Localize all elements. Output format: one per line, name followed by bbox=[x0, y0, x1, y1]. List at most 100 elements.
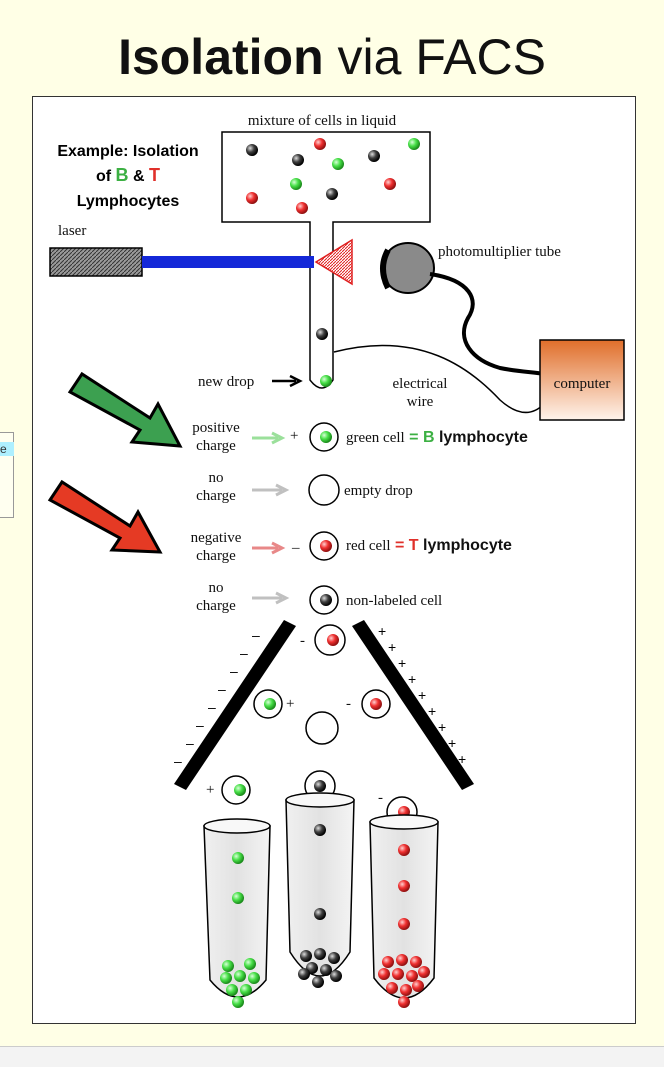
laser-device bbox=[49, 247, 143, 277]
svg-text:green cell = B lymphocyte: green cell = B lymphocyte bbox=[346, 429, 528, 446]
svg-text:no: no bbox=[209, 470, 224, 486]
pmt-wire bbox=[429, 272, 545, 376]
cell-green bbox=[226, 984, 238, 996]
example-line1: Example: Isolation bbox=[57, 143, 198, 160]
cell-red bbox=[246, 192, 258, 204]
cell-red bbox=[296, 202, 308, 214]
svg-text:+: + bbox=[286, 696, 294, 712]
cell-green bbox=[290, 178, 302, 190]
cell-red bbox=[410, 956, 422, 968]
charge-row-negative: negative charge – red cell = T lymphocyt… bbox=[191, 530, 512, 564]
charge-row-empty: no charge empty drop bbox=[196, 470, 413, 506]
svg-text:charge: charge bbox=[196, 598, 236, 614]
svg-text:+: + bbox=[438, 719, 446, 735]
new-drop-label: new drop bbox=[198, 374, 254, 390]
electrical-wire bbox=[333, 344, 545, 414]
cell-green bbox=[220, 972, 232, 984]
svg-text:–: – bbox=[291, 540, 300, 556]
cell-red bbox=[384, 178, 396, 190]
cell-black bbox=[368, 150, 380, 162]
cell-green bbox=[232, 852, 244, 864]
small-arrow-icon bbox=[252, 591, 290, 605]
cell-green bbox=[320, 375, 332, 387]
tube-green bbox=[203, 818, 271, 1008]
cell-black bbox=[292, 154, 304, 166]
cell-black bbox=[330, 970, 342, 982]
cell-red bbox=[398, 918, 410, 930]
cell-green bbox=[222, 960, 234, 972]
wire-label: wire bbox=[407, 394, 434, 410]
cell-red bbox=[398, 880, 410, 892]
svg-text:–: – bbox=[186, 735, 194, 751]
charge-row-positive: positive charge + green cell = B lymphoc… bbox=[192, 420, 528, 454]
cell-red bbox=[386, 982, 398, 994]
svg-text:–: – bbox=[240, 645, 248, 661]
svg-text:red cell = T lymphocyte: red cell = T lymphocyte bbox=[346, 537, 512, 554]
red-arrow-icon bbox=[47, 479, 163, 554]
new-drop-arrow-icon bbox=[272, 374, 303, 388]
cell-black bbox=[314, 824, 326, 836]
pmt-label: photomultiplier tube bbox=[438, 244, 561, 260]
cell-red bbox=[406, 970, 418, 982]
svg-text:+: + bbox=[458, 751, 466, 767]
cell-red bbox=[400, 984, 412, 996]
small-arrow-icon bbox=[252, 483, 290, 497]
cell-black bbox=[314, 908, 326, 920]
svg-text:+: + bbox=[388, 639, 396, 655]
svg-text:+: + bbox=[398, 655, 406, 671]
svg-text:charge: charge bbox=[196, 548, 236, 564]
scatter-burst-icon bbox=[314, 238, 353, 286]
cell-green bbox=[408, 138, 420, 150]
computer-box bbox=[539, 339, 625, 421]
negative-plate bbox=[174, 620, 296, 790]
svg-text:+: + bbox=[448, 735, 456, 751]
cell-red bbox=[378, 968, 390, 980]
example-line2: of B & T bbox=[96, 165, 160, 185]
cell-green bbox=[234, 784, 246, 796]
example-line3: Lymphocytes bbox=[77, 193, 180, 210]
cell-red bbox=[398, 844, 410, 856]
svg-text:-: - bbox=[378, 790, 383, 806]
svg-text:–: – bbox=[208, 699, 216, 715]
cell-black bbox=[298, 968, 310, 980]
svg-text:+: + bbox=[206, 782, 214, 798]
cell-black bbox=[326, 188, 338, 200]
cell-green bbox=[240, 984, 252, 996]
small-arrow-icon bbox=[252, 431, 286, 445]
svg-text:–: – bbox=[230, 663, 238, 679]
cell-black bbox=[314, 780, 326, 792]
cell-red bbox=[320, 540, 332, 552]
cell-red bbox=[412, 980, 424, 992]
svg-text:+: + bbox=[378, 623, 386, 639]
cell-green bbox=[232, 996, 244, 1008]
cell-green bbox=[232, 892, 244, 904]
bottom-bar bbox=[0, 1046, 664, 1067]
svg-text:empty drop: empty drop bbox=[344, 483, 413, 499]
svg-text:–: – bbox=[196, 717, 204, 733]
falling-drops: - + - + - bbox=[206, 624, 418, 828]
small-arrow-icon bbox=[252, 541, 286, 555]
cell-green bbox=[320, 431, 332, 443]
cell-black bbox=[312, 976, 324, 988]
cell-green bbox=[234, 970, 246, 982]
cell-red bbox=[392, 968, 404, 980]
cell-red bbox=[418, 966, 430, 978]
cell-black bbox=[246, 144, 258, 156]
svg-text:non-labeled cell: non-labeled cell bbox=[346, 593, 442, 609]
svg-text:+: + bbox=[418, 687, 426, 703]
svg-text:-: - bbox=[300, 633, 305, 649]
cell-black bbox=[314, 948, 326, 960]
negative-plate-charges: ––– ––– –– bbox=[174, 627, 260, 769]
mixture-label: mixture of cells in liquid bbox=[248, 113, 397, 129]
cell-red bbox=[398, 996, 410, 1008]
charge-row-unlabeled: no charge non-labeled cell bbox=[196, 580, 442, 615]
svg-text:negative: negative bbox=[191, 530, 242, 546]
cell-black bbox=[320, 964, 332, 976]
computer-label: computer bbox=[554, 376, 611, 392]
svg-text:+: + bbox=[428, 703, 436, 719]
svg-text:charge: charge bbox=[196, 488, 236, 504]
cell-black bbox=[316, 328, 328, 340]
electrical-label: electrical bbox=[393, 376, 448, 392]
tube-black bbox=[285, 792, 355, 988]
